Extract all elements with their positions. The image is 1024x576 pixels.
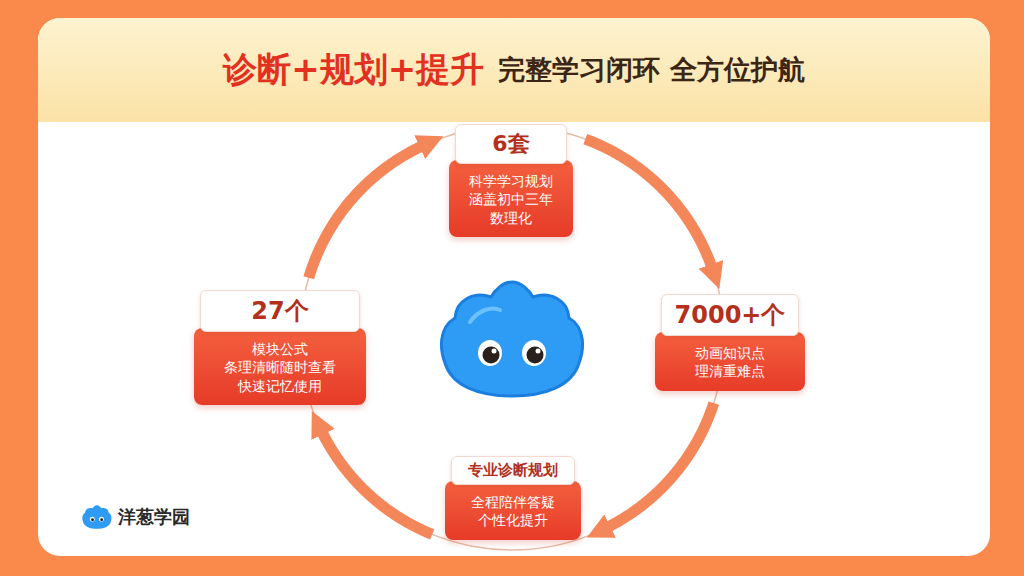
logo-icon [82,503,112,531]
feature-card: 专业诊断规划全程陪伴答疑 个性化提升 [445,456,581,540]
card-heading: 27个 [200,290,360,332]
mascot-eye [522,340,546,366]
title-row: 诊断+规划+提升完整学习闭环 全方位护航 [40,30,988,110]
brand-name: 洋葱学园 [118,505,190,529]
subtitle: 完整学习闭环 全方位护航 [498,52,804,88]
title: 诊断+规划+提升 [223,47,484,93]
card-heading: 6套 [455,124,567,164]
cycle-arrow [585,139,712,269]
feature-card: 6套科学学习规划 涵盖初中三年 数理化 [449,124,573,237]
mascot-pupil [527,347,544,364]
mascot-glint [492,349,497,354]
mascot-glint [536,349,541,354]
card-heading: 7000+个 [661,294,799,336]
feature-card: 7000+个动画知识点 理清重难点 [655,294,805,391]
mascot-eye [478,340,502,366]
card-body: 科学学习规划 涵盖初中三年 数理化 [449,160,573,237]
card-body: 模块公式 条理清晰随时查看 快速记忆使用 [194,328,366,405]
mascot-pupil [483,347,500,364]
cycle-arrow [309,145,425,278]
mascot-shine [470,309,500,323]
card-heading: 专业诊断规划 [451,456,575,485]
card [38,18,990,556]
logo: 洋葱学园 [82,500,190,534]
card-body: 动画知识点 理清重难点 [655,332,805,391]
cycle-arrow [321,430,432,535]
cycle-arrow [605,403,713,528]
feature-card: 27个模块公式 条理清晰随时查看 快速记忆使用 [194,290,366,405]
header-band [38,18,990,122]
mascot [441,282,582,396]
card-body: 全程陪伴答疑 个性化提升 [445,481,581,540]
mascot-body [441,282,582,396]
